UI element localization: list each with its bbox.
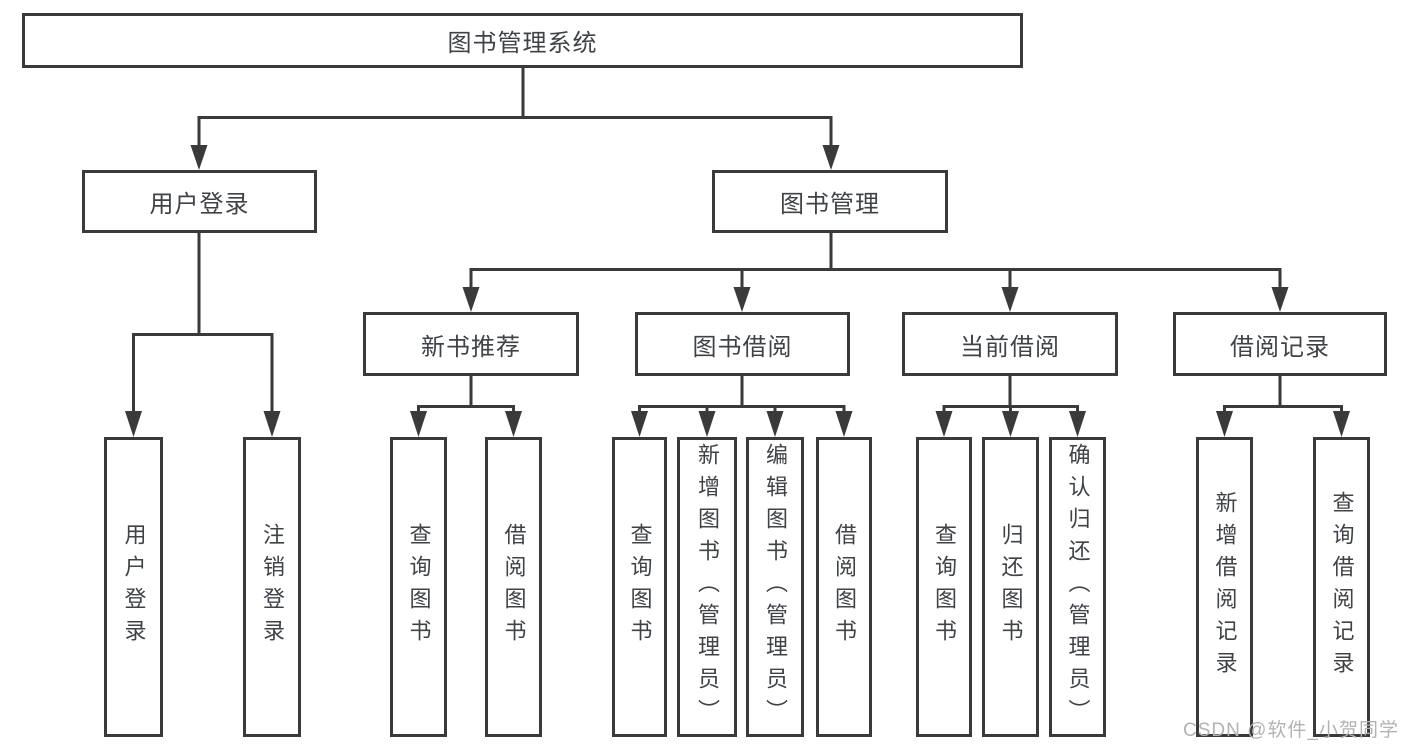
leaf-label: 新增图书（管理员） <box>695 443 720 731</box>
connector-management-to-level3 <box>462 231 1289 312</box>
leaf-label: 确认归还（管理员） <box>1065 443 1091 731</box>
leaf-edit-book-admin: 编辑图书（管理员） <box>746 437 804 737</box>
connector-newbooks-to-leaves <box>410 374 522 437</box>
leaf-newbooks-query-books: 查询图书 <box>390 437 447 737</box>
leaf-add-borrow-record: 新增借阅记录 <box>1196 437 1253 737</box>
leaf-user-login: 用户登录 <box>104 437 163 737</box>
leaf-borrow-query-books: 查询图书 <box>612 437 667 737</box>
watermark: CSDN @软件_小贺同学 <box>1183 720 1399 741</box>
node-label: 图书借阅 <box>692 333 793 361</box>
connector-current-to-leaves <box>935 374 1086 437</box>
leaf-label: 注销登录 <box>260 523 285 651</box>
leaf-current-query-books: 查询图书 <box>916 437 972 737</box>
leaf-label: 借阅图书 <box>501 523 527 651</box>
leaf-label: 查询图书 <box>406 523 432 651</box>
leaf-label: 查询图书 <box>932 523 957 651</box>
leaf-label: 查询借阅记录 <box>1329 491 1355 683</box>
node-label: 用户登录 <box>149 191 250 218</box>
connector-borrow-to-leaves <box>631 374 853 437</box>
leaf-return-book: 归还图书 <box>982 437 1039 737</box>
node-borrow-records: 借阅记录 <box>1173 312 1387 376</box>
node-root: 图书管理系统 <box>22 13 1023 68</box>
node-user-login: 用户登录 <box>82 170 317 233</box>
leaf-newbooks-borrow-book: 借阅图书 <box>485 437 542 737</box>
leaf-confirm-return-admin: 确认归还（管理员） <box>1049 437 1106 737</box>
leaf-label: 编辑图书（管理员） <box>763 443 788 731</box>
leaf-query-borrow-record: 查询借阅记录 <box>1313 437 1370 737</box>
connector-login-to-leaves <box>125 231 281 437</box>
node-label: 借阅记录 <box>1230 333 1330 361</box>
leaf-label: 查询图书 <box>627 523 653 651</box>
connector-root-to-level2 <box>190 66 840 170</box>
node-label: 新书推荐 <box>421 333 521 361</box>
node-book-management: 图书管理 <box>712 170 948 233</box>
leaf-label: 用户登录 <box>121 523 147 651</box>
node-current-borrow: 当前借阅 <box>902 312 1118 376</box>
connector-records-to-leaves <box>1216 374 1350 437</box>
node-label: 图书管理系统 <box>447 30 598 57</box>
leaf-logout: 注销登录 <box>243 437 301 737</box>
leaf-add-book-admin: 新增图书（管理员） <box>677 437 737 737</box>
node-book-borrow: 图书借阅 <box>635 312 850 376</box>
leaf-label: 新增借阅记录 <box>1212 491 1238 683</box>
node-new-book-recommend: 新书推荐 <box>363 312 579 376</box>
leaf-label: 借阅图书 <box>832 523 857 651</box>
node-label: 当前借阅 <box>960 333 1060 361</box>
leaf-borrow-book: 借阅图书 <box>816 437 872 737</box>
node-label: 图书管理 <box>780 191 880 218</box>
leaf-label: 归还图书 <box>998 523 1024 651</box>
